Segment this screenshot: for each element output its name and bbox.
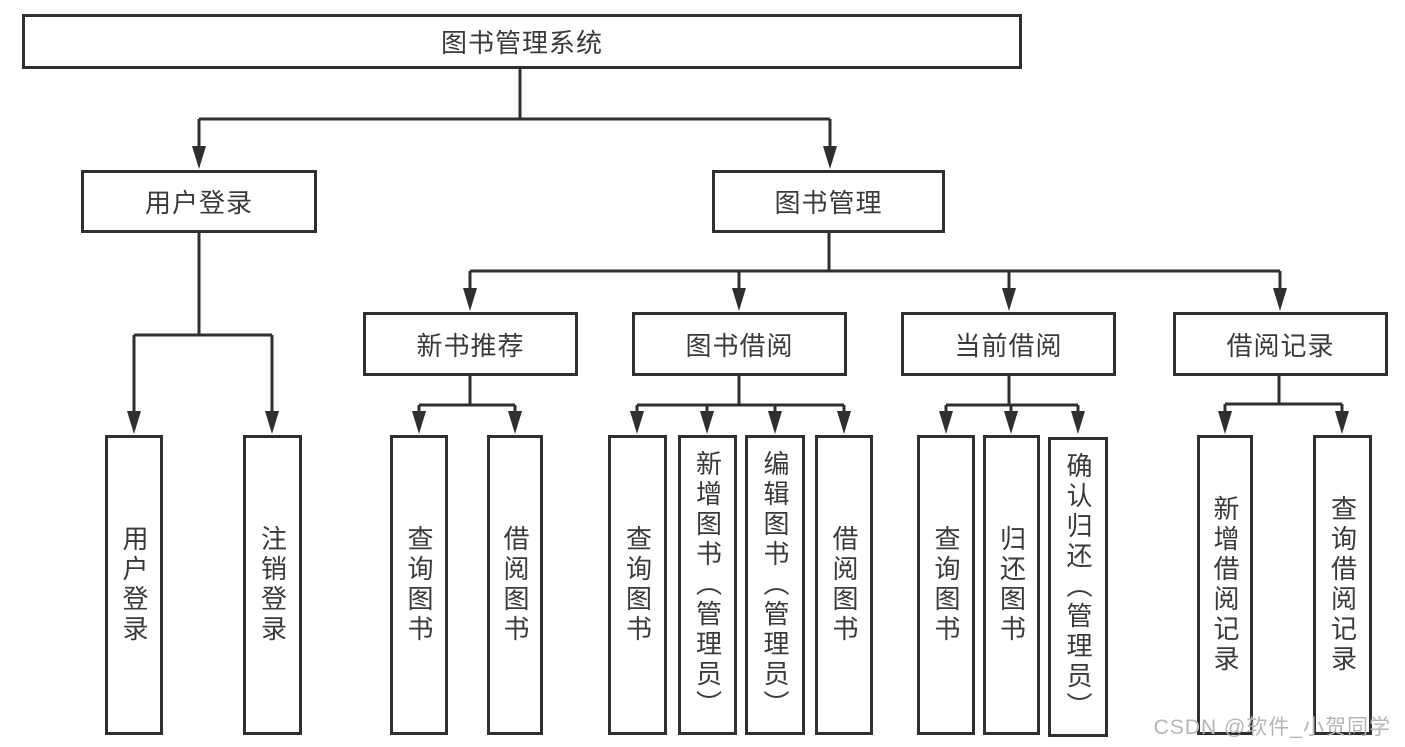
node-new-book-label: 新书推荐 bbox=[416, 330, 525, 361]
leaf-label: 查询图书 bbox=[622, 525, 653, 645]
leaf-label: 借阅图书 bbox=[829, 525, 859, 645]
csdn-watermark: CSDN @软件_小贺同学 bbox=[1153, 716, 1391, 739]
leaf-borrow-edit-admin: 编辑图书（管理员） bbox=[745, 435, 805, 735]
leaf-record-query: 查询借阅记录 bbox=[1313, 435, 1372, 735]
leaf-label: 新增图书（管理员） bbox=[692, 450, 723, 720]
leaf-logout: 注销登录 bbox=[243, 435, 302, 735]
node-book-mgmt: 图书管理 bbox=[712, 170, 945, 233]
connector-book-mgmt bbox=[468, 233, 1282, 293]
leaf-label: 归还图书 bbox=[996, 525, 1027, 645]
connector-book-borrow bbox=[635, 376, 846, 416]
node-current-borrow-label: 当前借阅 bbox=[954, 330, 1063, 361]
node-user-login: 用户登录 bbox=[81, 170, 317, 233]
leaf-borrow-add-admin: 新增图书（管理员） bbox=[678, 435, 737, 735]
node-borrow-record: 借阅记录 bbox=[1173, 312, 1388, 376]
leaf-label: 确认归还（管理员） bbox=[1063, 452, 1093, 722]
leaf-borrow-book: 借阅图书 bbox=[815, 435, 873, 735]
connector-root bbox=[197, 69, 832, 150]
leaf-current-query: 查询图书 bbox=[917, 435, 975, 735]
node-book-borrow-label: 图书借阅 bbox=[685, 330, 794, 361]
leaf-label: 注销登录 bbox=[257, 525, 288, 645]
node-user-login-label: 用户登录 bbox=[144, 188, 253, 218]
connector-borrow-record bbox=[1223, 376, 1344, 416]
leaf-borrow-query: 查询图书 bbox=[608, 435, 667, 735]
connector-new-book bbox=[417, 376, 517, 416]
leaf-label: 编辑图书（管理员） bbox=[760, 450, 790, 720]
arrowheads bbox=[127, 146, 1349, 434]
node-root: 图书管理系统 bbox=[22, 14, 1022, 69]
leaf-label: 用户登录 bbox=[119, 525, 149, 645]
node-new-book: 新书推荐 bbox=[363, 312, 578, 376]
leaf-current-confirm-admin: 确认归还（管理员） bbox=[1048, 437, 1108, 737]
leaf-label: 新增借阅记录 bbox=[1210, 495, 1240, 675]
node-book-borrow: 图书借阅 bbox=[632, 312, 847, 376]
leaf-newbook-borrow: 借阅图书 bbox=[487, 435, 543, 735]
leaf-label: 查询借阅记录 bbox=[1327, 495, 1358, 675]
leaf-label: 查询图书 bbox=[931, 525, 961, 645]
leaf-record-add: 新增借阅记录 bbox=[1197, 435, 1253, 735]
node-book-mgmt-label: 图书管理 bbox=[774, 188, 883, 218]
leaf-label: 查询图书 bbox=[404, 525, 434, 645]
leaf-user-login: 用户登录 bbox=[105, 435, 163, 735]
connector-user-login bbox=[132, 233, 274, 416]
node-root-label: 图书管理系统 bbox=[440, 28, 603, 58]
node-borrow-record-label: 借阅记录 bbox=[1226, 330, 1335, 361]
node-current-borrow: 当前借阅 bbox=[901, 312, 1116, 376]
connector-current-borrow bbox=[944, 376, 1080, 416]
leaf-label: 借阅图书 bbox=[500, 525, 530, 645]
leaf-current-return: 归还图书 bbox=[983, 435, 1040, 735]
leaf-newbook-query: 查询图书 bbox=[390, 435, 448, 735]
